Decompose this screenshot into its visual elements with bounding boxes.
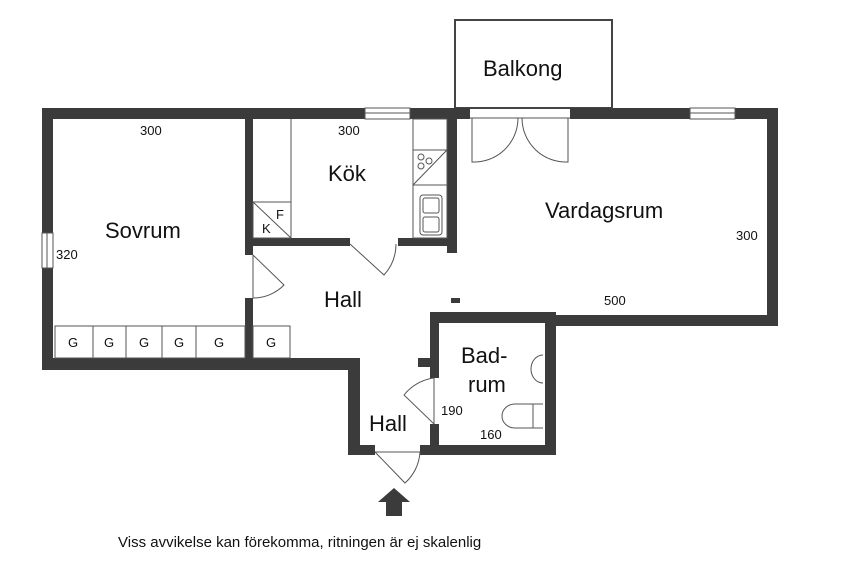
- room-label-bath-1: Bad-: [461, 343, 507, 368]
- dim-bedroom-depth: 320: [56, 247, 78, 262]
- dim-bath-depth: 190: [441, 403, 463, 418]
- dim-bath-width: 160: [480, 427, 502, 442]
- wardrobe-label: G: [174, 335, 184, 350]
- wardrobe-label: G: [139, 335, 149, 350]
- wardrobe-label: G: [266, 335, 276, 350]
- wardrobes: [54, 325, 291, 359]
- room-label-living: Vardagsrum: [545, 198, 663, 223]
- walls: [42, 108, 778, 455]
- bathroom-fixtures: [451, 298, 544, 429]
- doors: [252, 117, 569, 484]
- dim-kitchen-width: 300: [338, 123, 360, 138]
- room-label-hall: Hall: [324, 287, 362, 312]
- fridge-label: K: [262, 221, 271, 236]
- wardrobe-label: G: [68, 335, 78, 350]
- room-label-bath-2: rum: [468, 372, 506, 397]
- freezer-label: F: [276, 207, 284, 222]
- room-label-bedroom: Sovrum: [105, 218, 181, 243]
- wardrobe-label: G: [104, 335, 114, 350]
- windows: [41, 107, 736, 269]
- dim-living-depth: 300: [736, 228, 758, 243]
- dim-living-width: 500: [604, 293, 626, 308]
- wardrobe-label: G: [214, 335, 224, 350]
- room-label-kitchen: Kök: [328, 161, 367, 186]
- kitchen-counters: [252, 118, 448, 239]
- disclaimer-note: Viss avvikelse kan förekomma, ritningen …: [118, 534, 482, 551]
- entrance-arrow-icon: [378, 488, 410, 516]
- dim-bedroom-width: 300: [140, 123, 162, 138]
- room-label-balcony: Balkong: [483, 56, 563, 81]
- balcony-outline: [454, 19, 613, 109]
- room-label-entry-hall: Hall: [369, 411, 407, 436]
